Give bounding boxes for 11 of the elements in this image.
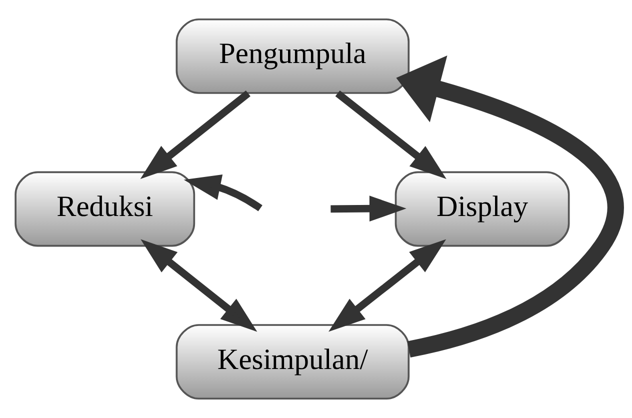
node-box: Display [394,171,570,247]
arrow [140,239,258,332]
arrow [335,90,446,179]
node-box: Kesimpulan/ [176,324,410,400]
node-box: Pengumpula [176,18,410,94]
node-box: Reduksi [14,171,196,247]
arrow [330,196,406,222]
arrow [140,90,250,179]
arrow [396,56,624,358]
arrow [184,174,262,212]
arrow [328,239,446,332]
